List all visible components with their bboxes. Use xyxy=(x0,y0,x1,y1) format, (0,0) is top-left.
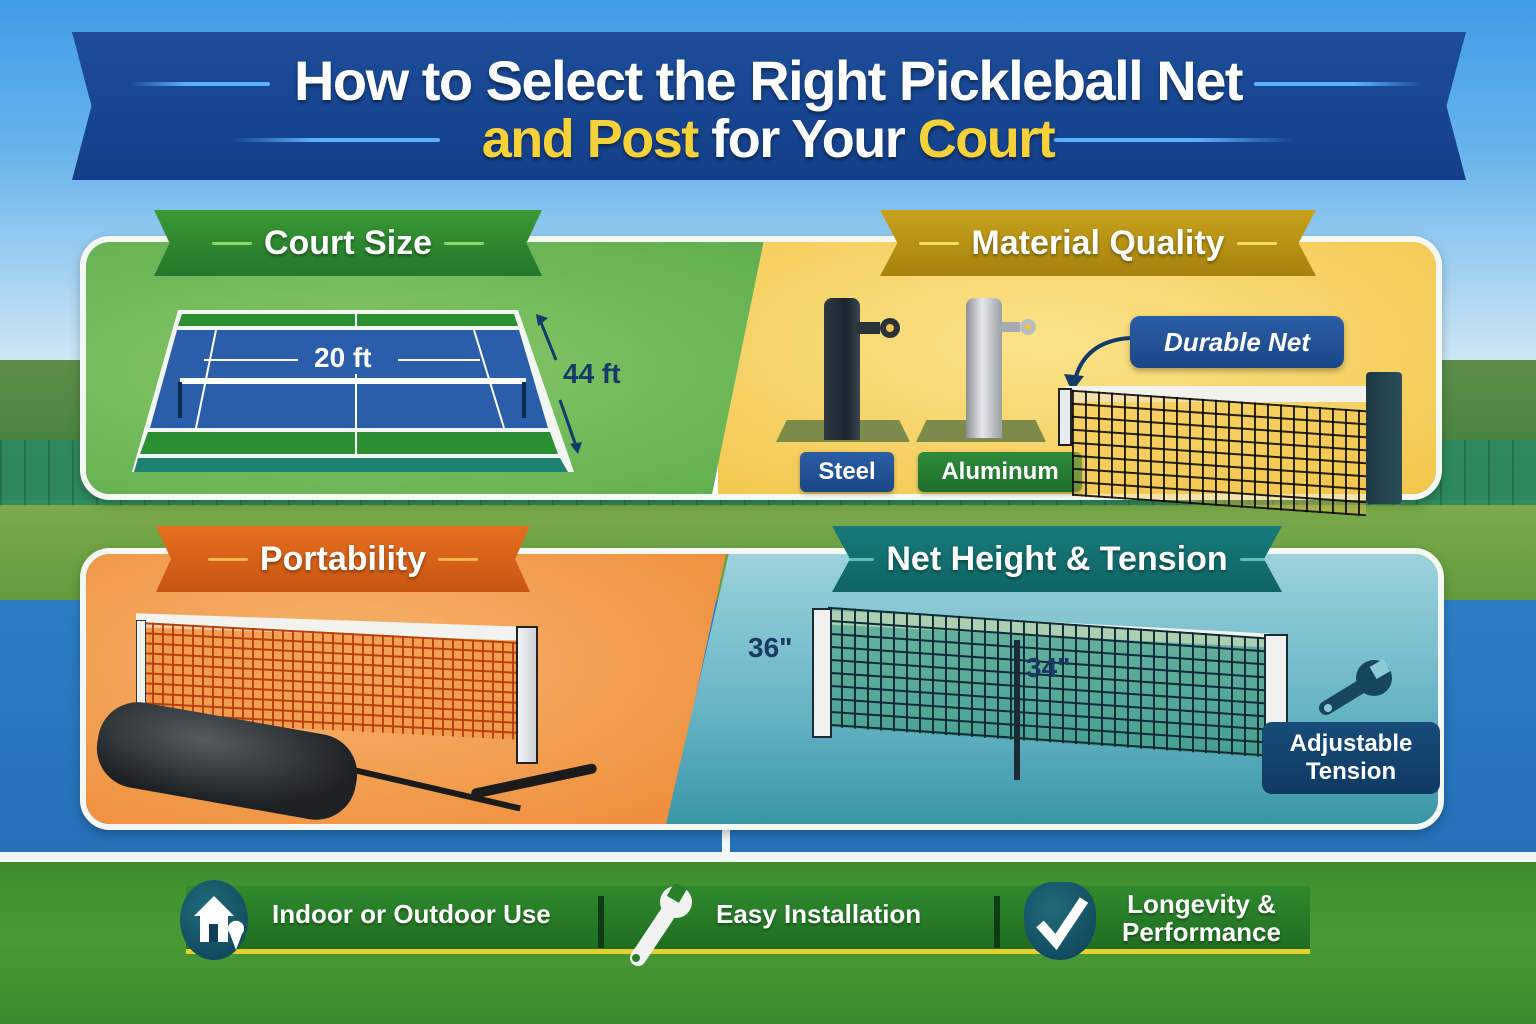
page-title-line2: and Post for Your Court xyxy=(0,108,1536,170)
court-size-heading: Court Size xyxy=(154,210,542,276)
wrench-icon xyxy=(1319,658,1392,715)
feature-longevity-performance: Longevity & Performance xyxy=(1122,889,1281,947)
feature-divider xyxy=(994,896,1000,948)
material-quality-heading: Material Quality xyxy=(880,210,1316,276)
adjustable-tension-label: Adjustable Tension xyxy=(1262,722,1440,794)
wrench-icon xyxy=(630,884,692,966)
net-height-heading: Net Height & Tension xyxy=(832,526,1282,592)
title-highlight: Court xyxy=(917,109,1056,169)
aluminum-post-eyelet xyxy=(998,319,1036,335)
title-decor-line xyxy=(230,138,440,142)
feature-easy-installation: Easy Installation xyxy=(716,899,922,929)
title-decor-line xyxy=(130,82,270,86)
steel-post-eyelet xyxy=(856,318,900,338)
steel-label: Steel xyxy=(800,452,894,492)
court-diagram-illustration xyxy=(132,310,574,472)
sideline-height-label: 36" xyxy=(748,632,793,663)
steel-post-icon xyxy=(824,298,860,440)
checkmark-shield-icon xyxy=(1024,882,1096,960)
feature-indoor-outdoor: Indoor or Outdoor Use xyxy=(272,899,551,929)
net-post-right xyxy=(1366,372,1402,504)
portable-net-post-right xyxy=(516,626,538,764)
house-location-icon xyxy=(180,880,248,960)
features-bar xyxy=(186,886,1310,954)
aluminum-label: Aluminum xyxy=(918,452,1082,492)
court-baseline xyxy=(0,852,1536,864)
feature-divider xyxy=(598,896,604,948)
court-centerline xyxy=(722,830,730,860)
center-strap xyxy=(1014,640,1020,780)
court-width-label: 20 ft xyxy=(314,342,372,373)
title-highlight: and Post xyxy=(481,109,700,169)
net-post-left xyxy=(1058,388,1072,446)
center-height-label: 34" xyxy=(1026,652,1071,683)
durable-net-mesh xyxy=(1072,389,1366,517)
title-banner xyxy=(72,32,1466,180)
portability-heading: Portability xyxy=(156,526,530,592)
length-arrow-icon xyxy=(536,314,582,454)
court-length-label: 44 ft xyxy=(563,358,621,389)
callout-arrow-icon xyxy=(1064,336,1131,392)
durable-net-callout: Durable Net xyxy=(1130,316,1344,368)
title-text: for Your xyxy=(697,109,918,169)
portable-net-post-left xyxy=(136,620,146,710)
page-title-line1: How to Select the Right Pickleball Net xyxy=(293,49,1244,112)
tension-net-post-left xyxy=(812,608,832,738)
aluminum-post-icon xyxy=(966,298,1002,438)
